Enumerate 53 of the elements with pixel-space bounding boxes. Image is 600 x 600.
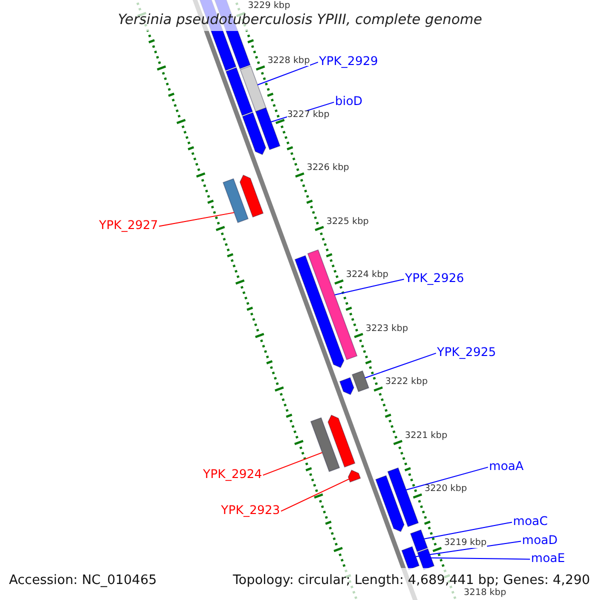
gene-label: moaE: [531, 552, 565, 564]
gene-feature: [310, 417, 340, 472]
scale-label: 3224 kbp: [346, 271, 388, 280]
gene-label: bioD: [335, 95, 363, 107]
gene-feature: [226, 67, 253, 116]
gene-feature: [339, 377, 354, 396]
leader-line: [257, 62, 318, 86]
scale-label: 3229 kbp: [248, 2, 290, 11]
gene-label: YPK_2923: [221, 504, 280, 516]
leader-line: [424, 522, 512, 540]
gene-label: moaC: [513, 515, 548, 527]
gene-label: YPK_2929: [319, 55, 378, 67]
scale-label: 3225 kbp: [326, 218, 369, 226]
gene-feature: [352, 370, 370, 392]
leader-line: [158, 212, 235, 227]
gene-feature: [222, 178, 249, 224]
gene-feature: [387, 467, 419, 528]
gene-label: YPK_2926: [405, 272, 464, 284]
gene-feature: [240, 174, 264, 218]
leader-line: [430, 557, 530, 560]
gene-feature: [255, 107, 280, 150]
scale-label: 3226 kbp: [306, 164, 350, 173]
scale-label: 3219 kbp: [444, 538, 487, 548]
genome-summary: Topology: circular; Length: 4,689,441 bp; Genes: 4,290: [232, 574, 590, 587]
leader-line: [334, 278, 404, 296]
leader-line: [364, 352, 436, 378]
gene-label: moaA: [489, 460, 524, 472]
scale-label: 3218 kbp: [464, 589, 506, 598]
gene-feature: [417, 548, 435, 570]
scale-label: 3223 kbp: [366, 324, 408, 334]
leader-line: [415, 540, 522, 558]
scale-label: 3222 kbp: [385, 378, 428, 387]
gene-label: YPK_2925: [437, 346, 496, 358]
gene-label: moaD: [522, 534, 558, 546]
leader-line: [406, 466, 488, 490]
scale-label: 3220 kbp: [424, 485, 467, 494]
gene-feature: [375, 475, 404, 532]
title: Yersinia pseudotuberculosis YPIII, complete genome: [116, 13, 484, 27]
scale-label: 3228 kbp: [267, 57, 310, 66]
gene-feature: [348, 470, 361, 483]
gene-label: YPK_2927: [99, 219, 158, 231]
leader-line: [280, 478, 350, 512]
leader-line: [262, 452, 323, 476]
gene-feature: [294, 255, 344, 368]
accession-note: Accession: NC_010465: [9, 574, 157, 587]
scale-label: 3221 kbp: [404, 432, 448, 440]
gene-label: YPK_2924: [203, 468, 262, 480]
gene-feature: [410, 529, 428, 552]
gene-feature: [240, 65, 267, 112]
gene-feature: [242, 112, 266, 156]
scale-label: 3227 kbp: [287, 110, 330, 120]
gene-feature: [328, 414, 356, 468]
gene-feature: [401, 546, 420, 570]
